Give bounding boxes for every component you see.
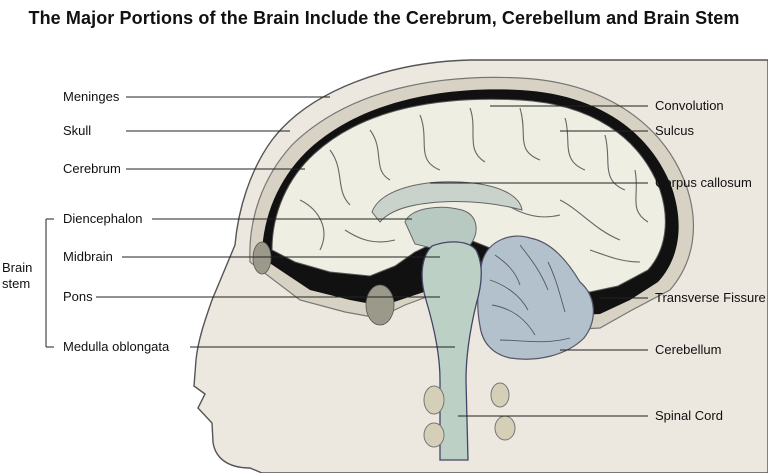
label-brain-stem-2: stem bbox=[2, 276, 30, 291]
label-convolution: Convolution bbox=[655, 98, 724, 113]
label-cerebrum: Cerebrum bbox=[63, 161, 121, 176]
label-corpus-callosum: Corpus callosum bbox=[655, 175, 752, 190]
diagram-title: The Major Portions of the Brain Include … bbox=[28, 8, 740, 28]
label-meninges: Meninges bbox=[63, 89, 120, 104]
cavities bbox=[252, 241, 395, 326]
cerebellum-folia bbox=[489, 244, 571, 343]
label-spinal-cord: Spinal Cord bbox=[655, 408, 723, 423]
label-transverse-fissure: Transverse Fissure bbox=[655, 290, 766, 305]
vertebrae bbox=[423, 382, 516, 448]
cerebellum-shape bbox=[477, 235, 594, 360]
label-brain-stem-1: Brain bbox=[2, 260, 32, 275]
label-skull: Skull bbox=[63, 123, 91, 138]
label-diencephalon: Diencephalon bbox=[63, 211, 143, 226]
brainstem-shape bbox=[421, 241, 482, 461]
label-sulcus: Sulcus bbox=[655, 123, 695, 138]
label-pons: Pons bbox=[63, 289, 93, 304]
label-cerebellum: Cerebellum bbox=[655, 342, 721, 357]
corpus-callosum-shape bbox=[371, 181, 523, 223]
leader-lines bbox=[45, 96, 648, 417]
label-medulla: Medulla oblongata bbox=[63, 339, 170, 354]
label-midbrain: Midbrain bbox=[63, 249, 113, 264]
